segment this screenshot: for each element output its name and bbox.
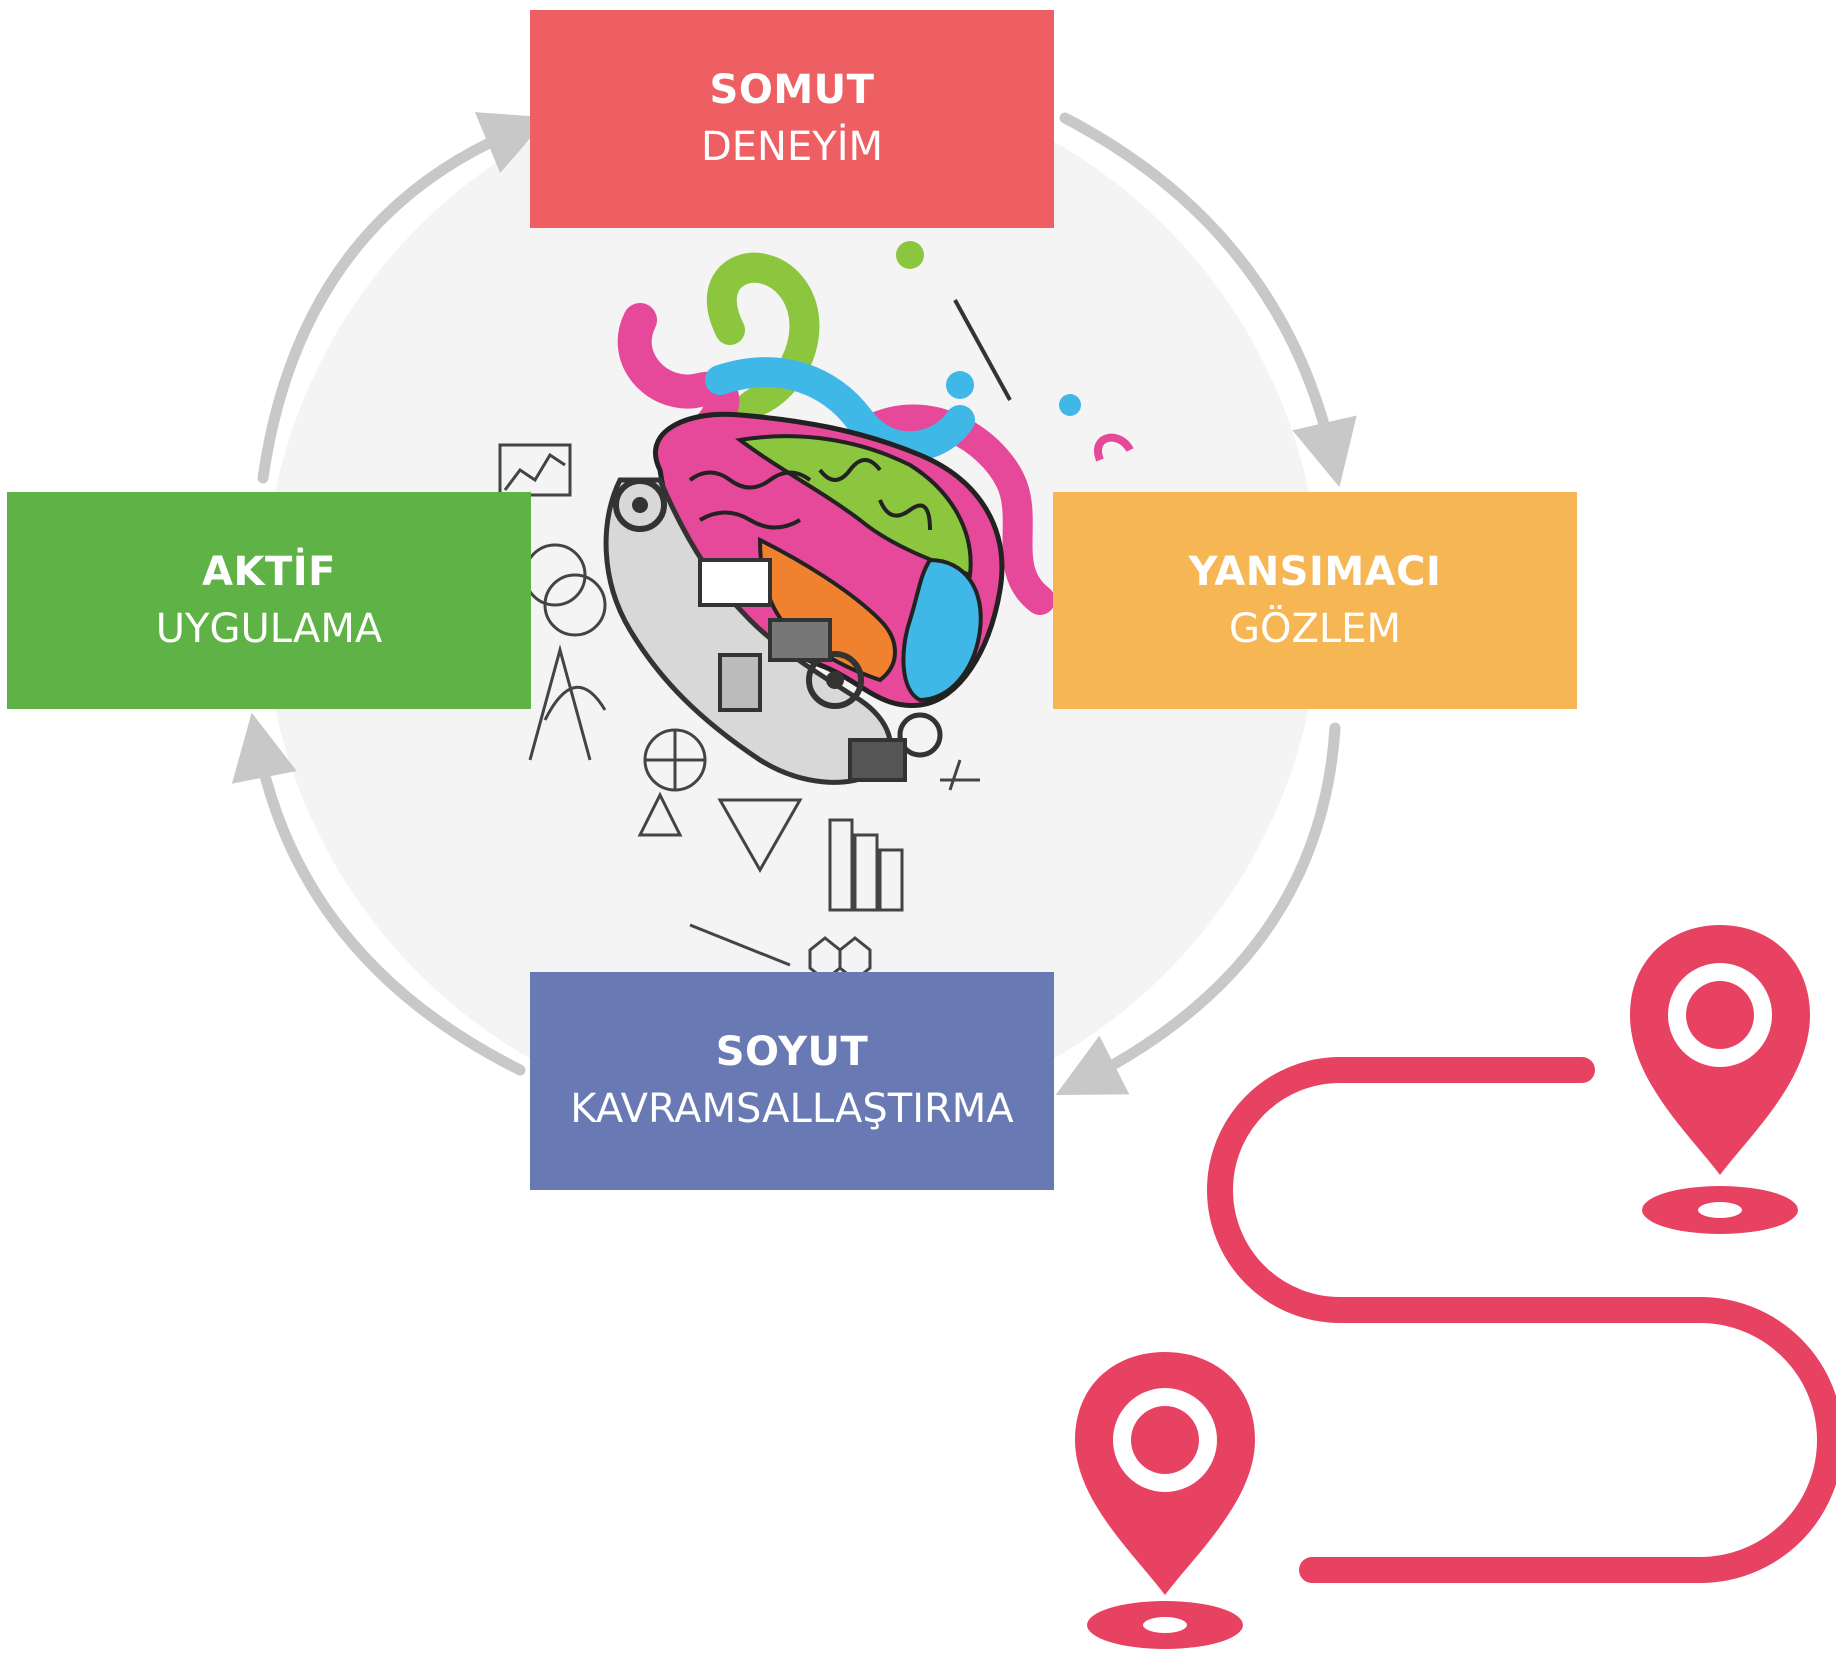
stage-box-reflective-observation: YANSIMACI GÖZLEM <box>1053 492 1577 709</box>
stage-subtitle: DENEYİM <box>700 124 883 170</box>
cycle-arrows <box>231 112 1357 1096</box>
stage-title: SOMUT <box>709 67 875 113</box>
stage-subtitle: GÖZLEM <box>1229 605 1401 652</box>
arrow-left-to-top <box>257 112 549 484</box>
stage-subtitle: KAVRAMSALLAŞTIRMA <box>570 1086 1014 1132</box>
arrow-bottom-to-left <box>231 712 526 1076</box>
stage-title: AKTİF <box>202 548 336 595</box>
stage-title: SOYUT <box>715 1029 869 1075</box>
arrow-top-to-right <box>1059 112 1357 488</box>
route-path <box>1207 1057 1836 1583</box>
stage-box-concrete-experience: SOMUT DENEYİM <box>530 10 1054 228</box>
gear-icon <box>613 478 667 532</box>
stage-box-abstract-conceptualization: SOYUT KAVRAMSALLAŞTIRMA <box>530 972 1054 1190</box>
arrow-right-to-bottom <box>1055 722 1341 1096</box>
gear-icon <box>897 712 943 758</box>
gear-icon <box>806 651 864 709</box>
map-route-pins-icon <box>1075 925 1836 1649</box>
stage-title: YANSIMACI <box>1188 548 1442 595</box>
brain-art-science-icon <box>498 241 1134 982</box>
stage-box-active-experimentation: AKTİF UYGULAMA <box>7 492 531 709</box>
stage-subtitle: UYGULAMA <box>155 605 383 652</box>
